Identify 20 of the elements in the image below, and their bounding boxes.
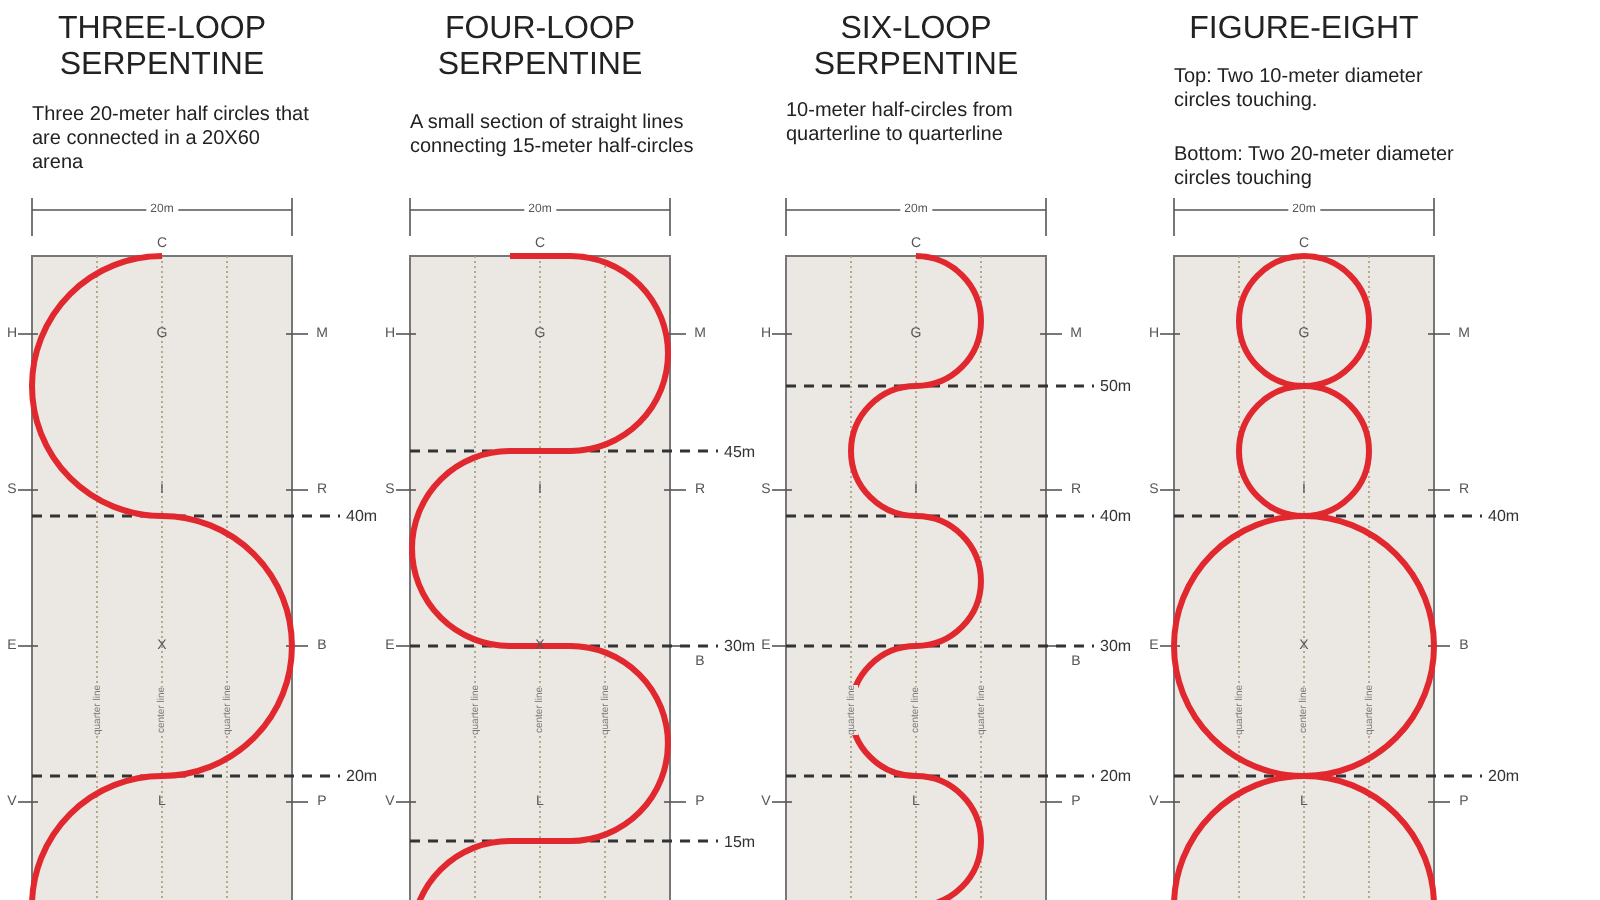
distance-label: 30m [1100,637,1132,655]
pattern-description: Bottom: Two 20-meter diameter circles touching [1174,144,1456,192]
pattern-description: Three 20-meter half circles that are connected in a 20X60 arena [32,104,311,176]
distance-label: 50m [1100,377,1132,395]
pattern-description: 10-meter half-circles from quarterline to quarterline [786,100,1015,148]
distance-label: 40m [1100,507,1132,525]
distance-label: 20m [346,767,378,785]
distance-label: 40m [1488,507,1520,525]
pattern-title: FOUR-LOOP SERPENTINE [435,12,645,84]
pattern-title: FIGURE-EIGHT [1187,12,1421,48]
distance-label: 20m [1100,767,1132,785]
distance-label: 45m [724,442,756,460]
pattern-description: Top: Two 10-meter diameter circles touching. [1174,66,1425,114]
pattern-title: SIX-LOOP SERPENTINE [811,12,1021,84]
pattern-description: A small section of straight lines connecting 15-meter half-circles [410,112,696,160]
distance-label: 30m [724,637,756,655]
distance-label: 40m [346,507,378,525]
pattern-title: THREE-LOOP SERPENTINE [55,12,268,84]
distance-label: 20m [1488,767,1520,785]
distance-label: 15m [724,832,756,850]
